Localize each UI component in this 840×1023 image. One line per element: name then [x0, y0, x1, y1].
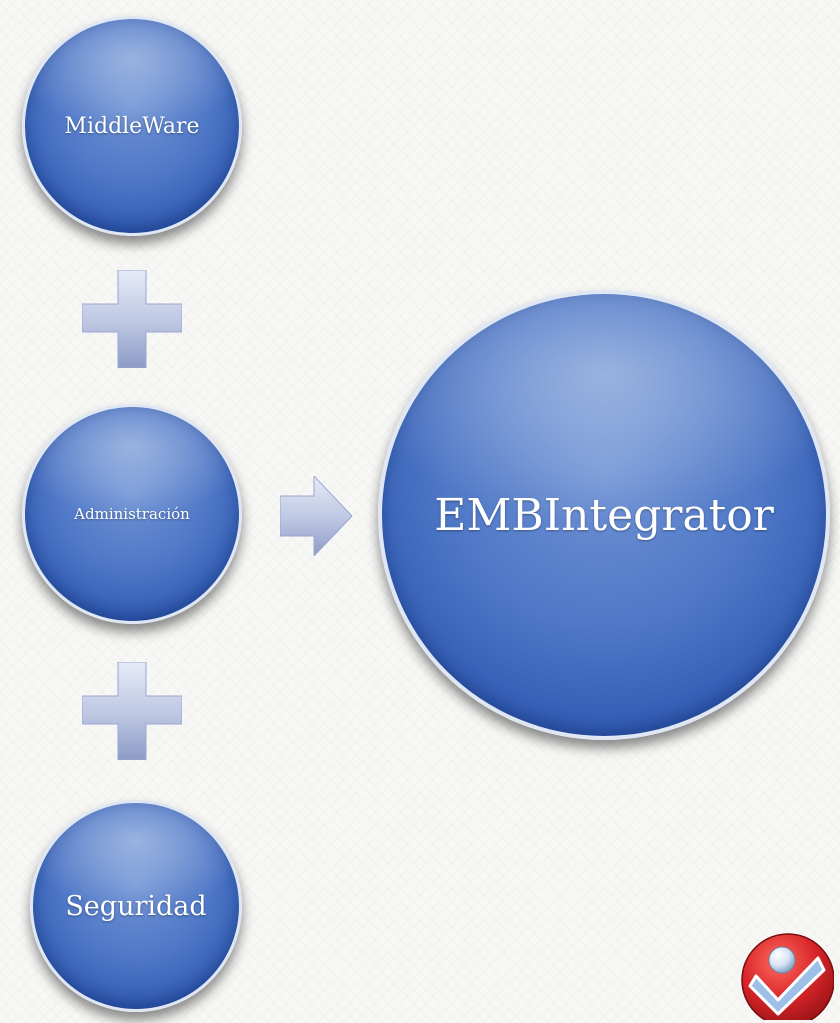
bubble-embintegrator: EMBIntegrator [378, 290, 830, 740]
bubble-middleware: MiddleWare [22, 16, 242, 236]
plus-icon [82, 662, 182, 760]
bubble-seguridad: Seguridad [30, 800, 242, 1012]
bubble-administracion-label: Administración [74, 505, 190, 523]
bubble-administracion: Administración [22, 404, 242, 624]
checkmark-logo-icon [741, 933, 834, 1020]
plus-icon [82, 270, 182, 368]
bubble-middleware-label: MiddleWare [64, 113, 200, 139]
bubble-embintegrator-label: EMBIntegrator [434, 489, 774, 541]
arrow-right-icon [280, 476, 352, 556]
bubble-seguridad-label: Seguridad [65, 890, 207, 922]
